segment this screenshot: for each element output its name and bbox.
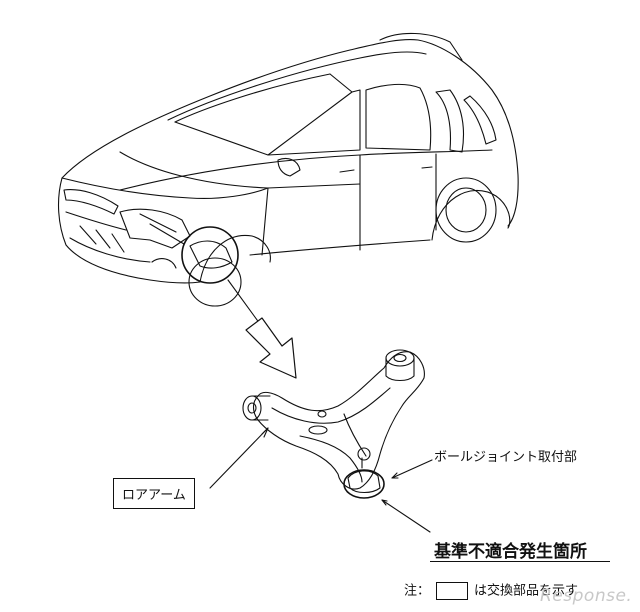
highlight-circle-car	[181, 226, 239, 284]
lower-arm-text: ロアアーム	[122, 488, 186, 503]
nonconforming-underline	[430, 561, 610, 562]
legend-note: 注： は交換部品を示す	[404, 582, 578, 600]
legend-suffix: は交換部品を示す	[474, 583, 579, 599]
lower-arm-leader	[209, 427, 269, 489]
ball-joint-leader	[391, 459, 433, 479]
lower-arm-label: ロアアーム	[113, 478, 195, 509]
big-arrow	[245, 317, 297, 379]
ball-joint-label: ボールジョイント取付部	[434, 450, 578, 465]
legend-box-icon	[436, 582, 469, 600]
car-illustration	[58, 32, 519, 307]
nonconforming-location-label: 基準不適合発生箇所	[434, 542, 587, 562]
watermark: Response.	[540, 586, 633, 606]
lower-arm-part	[242, 349, 425, 499]
legend-prefix: 注：	[404, 583, 431, 599]
highlight-circle-balljoint	[343, 469, 385, 499]
nonconforming-leader	[381, 499, 431, 533]
